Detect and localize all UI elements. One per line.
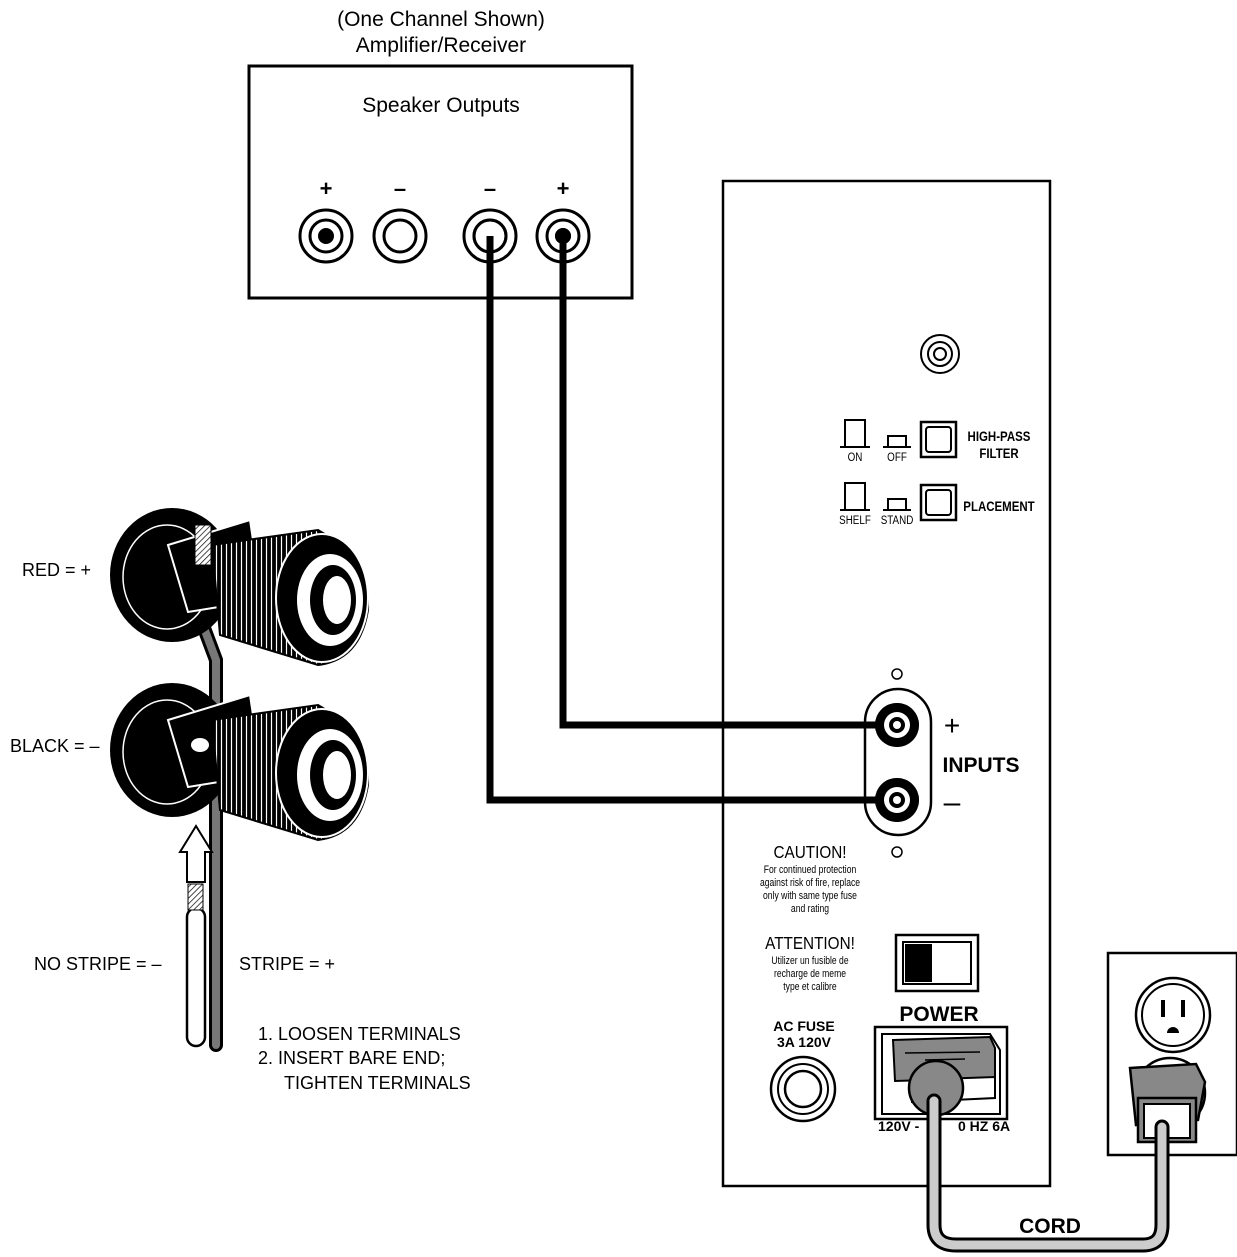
amplifier-caption-title: Amplifier/Receiver (356, 34, 526, 57)
stripe-label: STRIPE = + (239, 954, 335, 974)
ac-fuse-label-line2: 3A 120V (777, 1034, 832, 1050)
caution-notice: CAUTION! For continued protection agains… (760, 842, 861, 916)
switch-on-label: ON (848, 451, 863, 464)
power-rating-right: 0 HZ 6A (958, 1118, 1010, 1134)
switch-on-icon (840, 419, 870, 448)
switch-off-icon (883, 435, 911, 448)
wall-outlet (1106, 951, 1237, 1157)
step-2-continued: TIGHTEN TERMINALS (284, 1073, 471, 1093)
amp-terminal-plus-right-sign: + (557, 176, 570, 201)
speaker-wire-negative (486, 236, 897, 804)
red-binding-post[interactable] (110, 508, 370, 667)
switch-stand-label: STAND (881, 514, 914, 527)
line-input-jack[interactable] (920, 334, 960, 374)
amp-terminal-plus-left[interactable] (298, 208, 354, 264)
outlet-socket-icon (1134, 976, 1212, 1054)
subwoofer-back-panel (721, 179, 1052, 1188)
amp-terminal-minus-left[interactable] (372, 208, 428, 264)
switch-shelf-icon (840, 482, 870, 511)
caution-line-3: only with same type fuse (763, 890, 857, 902)
speaker-wire-positive (559, 236, 897, 729)
high-pass-filter-label-line2: FILTER (979, 445, 1018, 461)
caution-line-2: against risk of fire, replace (760, 877, 861, 889)
cord-label: CORD (1019, 1215, 1081, 1238)
ac-fuse-label-line1: AC FUSE (773, 1018, 834, 1034)
placement-switch-group: SHELF STAND PLACEMENT (839, 482, 1035, 527)
black-binding-post[interactable] (110, 683, 370, 842)
switch-off-label: OFF (887, 451, 907, 464)
inputs-label: INPUTS (942, 754, 1019, 777)
switch-shelf-label: SHELF (839, 514, 871, 527)
no-stripe-label: NO STRIPE = – (34, 954, 162, 974)
step-2: 2. INSERT BARE END; (258, 1048, 445, 1068)
red-label: RED = + (22, 560, 91, 580)
amp-terminal-minus-left-sign: – (394, 176, 406, 201)
input-plus-sign: + (944, 710, 960, 741)
speaker-cable (185, 621, 223, 1052)
power-switch[interactable] (894, 933, 980, 993)
caution-line-4: and rating (791, 903, 829, 915)
caution-line-1: For continued protection (764, 864, 856, 876)
caution-title: CAUTION! (773, 842, 846, 862)
amplifier-caption-channel: (One Channel Shown) (337, 8, 545, 31)
high-pass-filter-label-line1: HIGH-PASS (968, 428, 1031, 444)
placement-label: PLACEMENT (963, 498, 1035, 514)
attention-line-1: Utilizer un fusible de (771, 955, 849, 967)
power-rating-left: 120V - (878, 1118, 920, 1134)
attention-notice: ATTENTION! Utilizer un fusible de rechar… (765, 933, 855, 994)
insert-arrow-icon (178, 824, 214, 883)
step-1: 1. LOOSEN TERMINALS (258, 1024, 461, 1044)
ac-fuse-holder[interactable] (769, 1055, 837, 1123)
attention-title: ATTENTION! (765, 933, 855, 953)
power-cord (926, 1093, 1170, 1253)
speaker-outputs-title: Speaker Outputs (362, 94, 520, 117)
high-pass-filter-switch-group: ON OFF HIGH-PASS FILTER (840, 419, 1031, 464)
power-label: POWER (899, 1003, 978, 1026)
amp-terminal-plus-left-sign: + (320, 176, 333, 201)
black-label: BLACK = – (10, 736, 100, 756)
attention-line-2: recharge de meme (774, 968, 846, 980)
input-terminal-plus-face (875, 703, 919, 747)
input-minus-sign: – (944, 786, 961, 819)
switch-stand-icon (883, 498, 911, 511)
amplifier-panel: Speaker Outputs + – – + (247, 64, 634, 300)
high-pass-filter-button[interactable] (919, 420, 958, 459)
attention-line-3: type et calibre (783, 981, 837, 993)
input-terminal-minus-face (875, 778, 919, 822)
placement-button[interactable] (919, 483, 958, 522)
amp-terminal-minus-right-sign: – (484, 176, 496, 201)
power-inlet: 120V - 0 HZ 6A (873, 1025, 1010, 1134)
